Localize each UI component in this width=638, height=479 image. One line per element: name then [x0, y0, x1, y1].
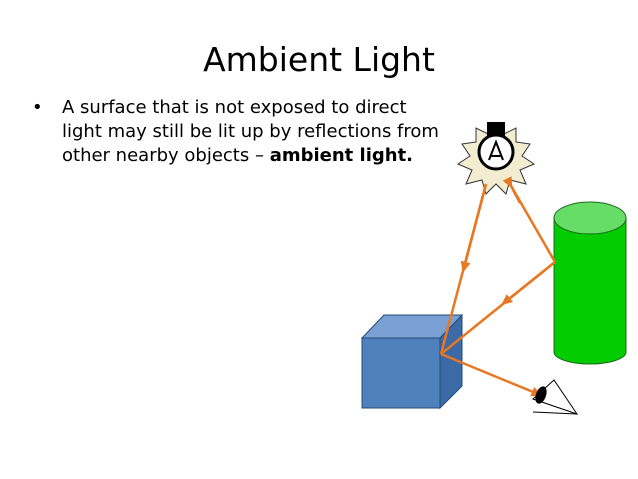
cube-front	[361, 337, 441, 409]
blue-cube	[360, 313, 464, 410]
bullet-marker: •	[32, 97, 43, 118]
bullet-emphasis: ambient light.	[269, 145, 414, 166]
slide-title: Ambient Light	[203, 40, 435, 79]
light-bulb-icon	[456, 122, 536, 195]
bulb-filament	[488, 139, 504, 161]
ray-bulb-to-cylinder-arrow	[502, 176, 522, 204]
bullet-body: A surface that is not exposed to direct …	[62, 97, 439, 166]
eye-pupil	[535, 386, 547, 404]
ray-bulb-to-cube-arrow	[460, 183, 488, 273]
cylinder-top	[553, 201, 627, 235]
green-cylinder	[553, 201, 627, 365]
cylinder-body-fill	[554, 218, 626, 352]
bullet-text: A surface that is not exposed to direct …	[62, 96, 452, 168]
eye-icon	[532, 379, 579, 415]
ray-cylinder-to-cube-arrow	[501, 261, 556, 306]
eye-lid	[532, 411, 578, 415]
ray-cube-to-eye	[440, 352, 543, 397]
light-rays	[439, 176, 557, 397]
bulb-base	[487, 122, 505, 136]
